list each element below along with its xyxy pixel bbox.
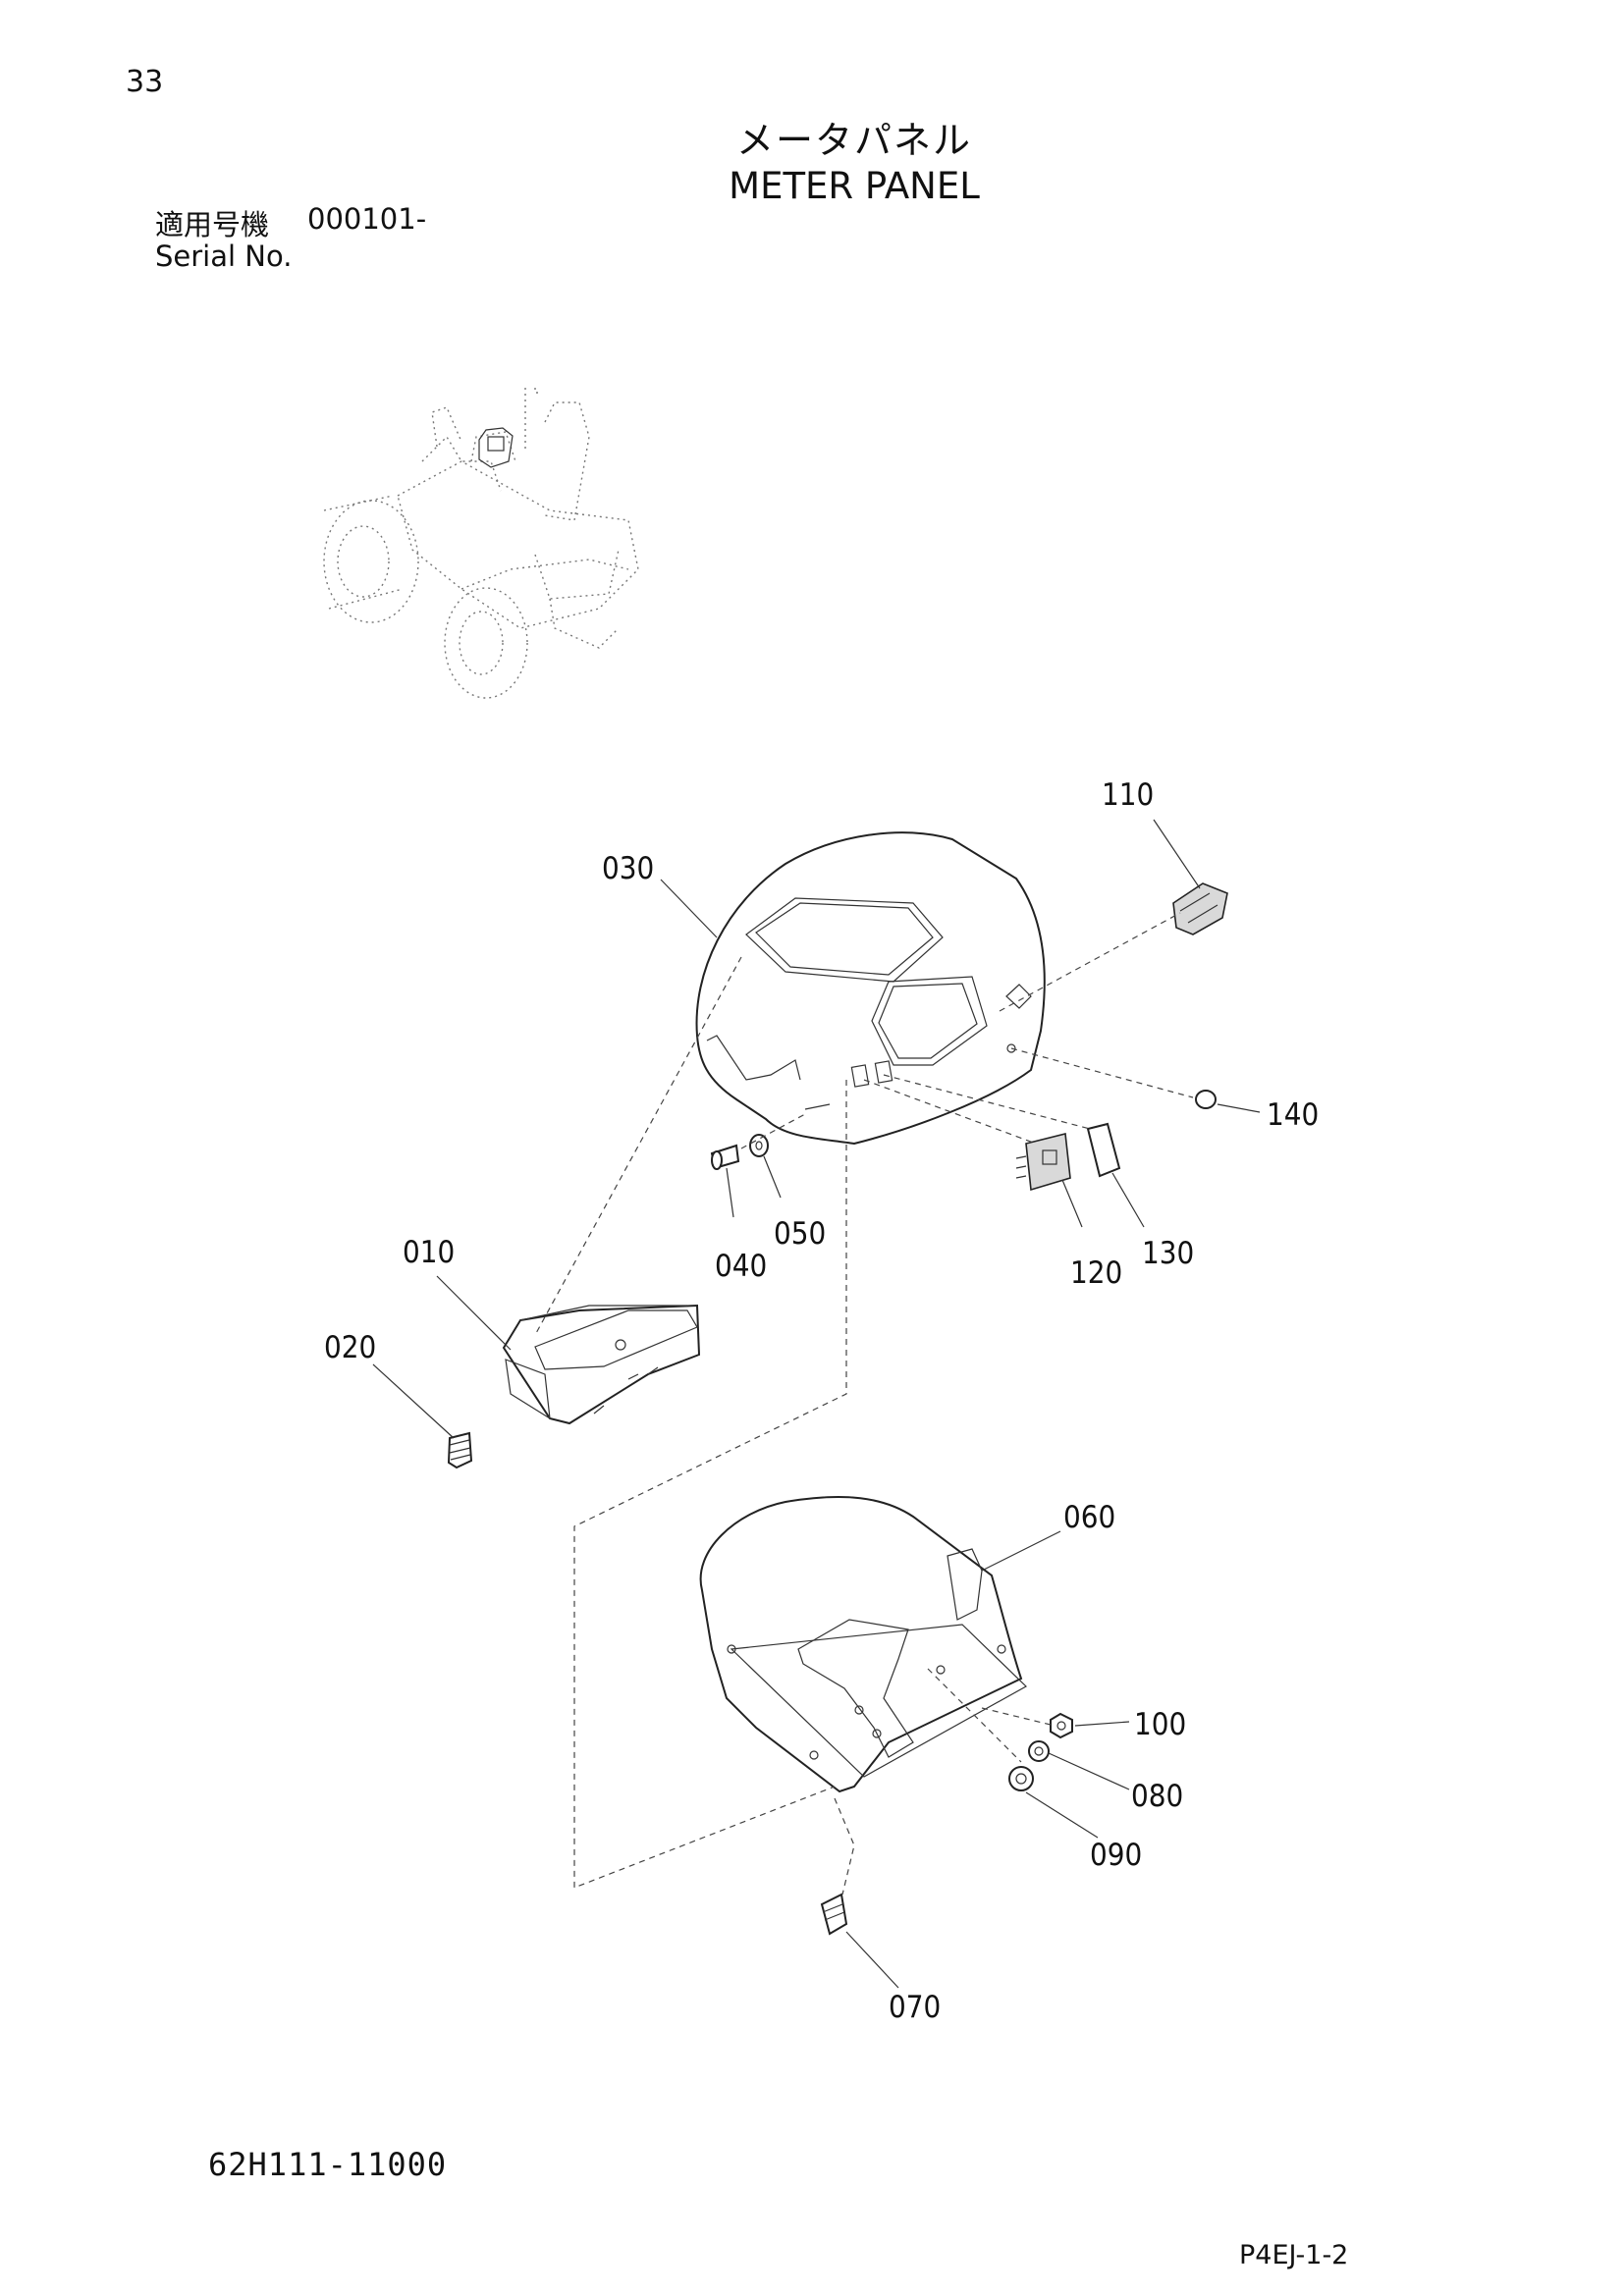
callout-120: 120 [1070, 1255, 1122, 1291]
callout-040: 040 [715, 1249, 767, 1284]
lower-meter-cover-060 [699, 1496, 1027, 1793]
switch-connector-110 [1172, 882, 1228, 935]
callout-labels: 010 020 030 040 050 060 070 080 090 100 … [324, 777, 1319, 2025]
callout-060: 060 [1063, 1500, 1115, 1535]
serial-label-japanese: 適用号機 [155, 208, 270, 241]
callout-020: 020 [324, 1330, 376, 1365]
washer-090 [1008, 1766, 1034, 1791]
callout-090: 090 [1090, 1838, 1142, 1873]
callout-080: 080 [1131, 1779, 1183, 1814]
cap-140 [1195, 1090, 1217, 1109]
washer-080 [1028, 1740, 1050, 1762]
page-title-japanese: メータパネル [735, 119, 972, 162]
callout-030: 030 [602, 851, 654, 886]
tractor-overview-illustration [323, 388, 639, 699]
meter-unit-010 [502, 1304, 701, 1425]
screw-070 [820, 1893, 848, 1936]
serial-label-english: Serial No. [155, 240, 293, 273]
callout-010: 010 [403, 1235, 455, 1270]
bolt-040 [710, 1144, 740, 1170]
switch-120 [1015, 1133, 1071, 1192]
callout-070: 070 [889, 1990, 941, 2025]
callout-140: 140 [1267, 1097, 1319, 1133]
serial-range: 000101- [307, 202, 427, 236]
drawing-part-number: 62H111-11000 [208, 2146, 448, 2183]
callout-110: 110 [1102, 777, 1154, 813]
page-title-english: METER PANEL [729, 165, 980, 207]
leader-lines [372, 819, 1261, 1989]
page-number: 33 [126, 65, 164, 99]
nut-100 [1050, 1712, 1073, 1739]
switch-cover-130 [1086, 1122, 1121, 1178]
callout-130: 130 [1142, 1236, 1194, 1271]
page-code: P4EJ-1-2 [1239, 2240, 1349, 2270]
screw-020 [447, 1431, 473, 1469]
assembly-dashed-lines [534, 912, 1194, 1896]
upper-meter-cover-030 [695, 831, 1046, 1146]
callout-050: 050 [774, 1216, 826, 1252]
callout-100: 100 [1134, 1707, 1186, 1742]
washer-050 [749, 1134, 769, 1157]
